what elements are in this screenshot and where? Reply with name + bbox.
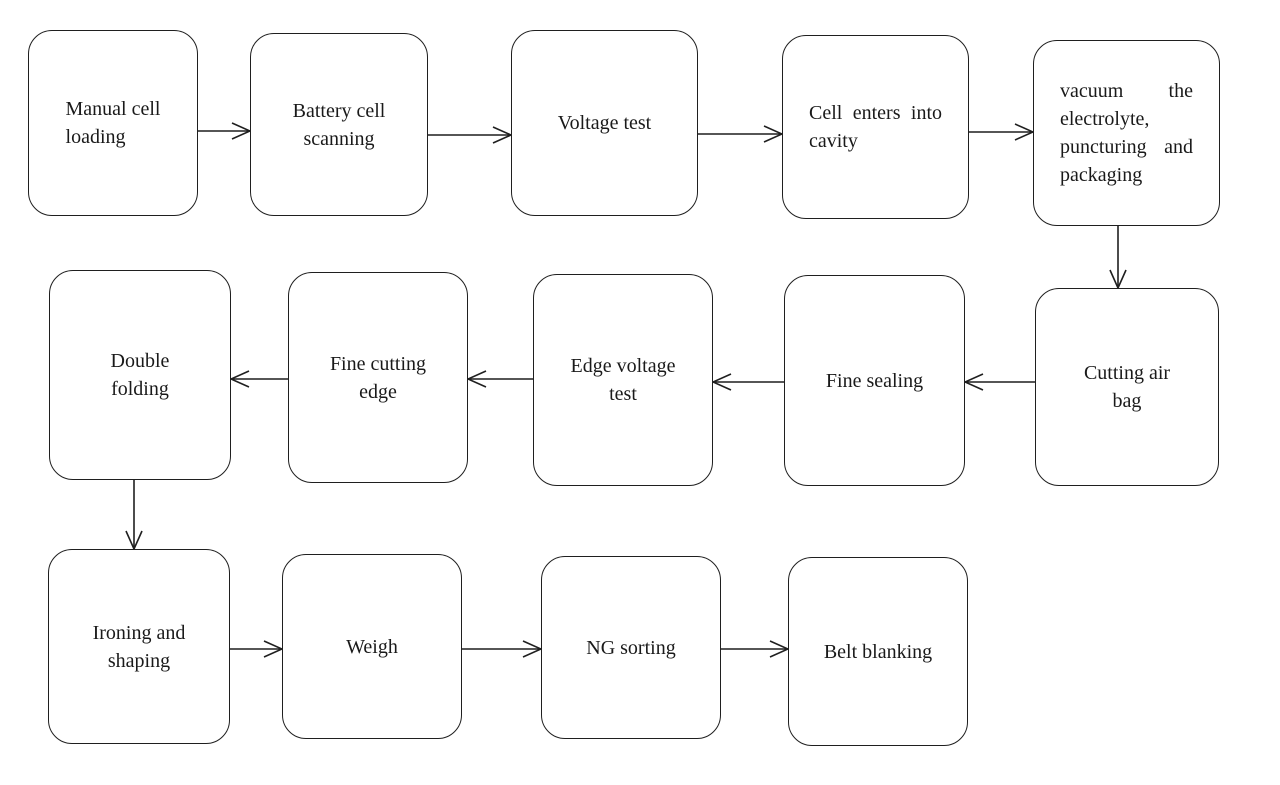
step-edge-voltage-test: Edge voltage test (533, 274, 713, 486)
step-label: Voltage test (557, 112, 652, 134)
step-fine-cutting-edge: Fine cutting edge (288, 272, 468, 483)
step-voltage-test: Voltage test (511, 30, 698, 216)
step-label: Battery cell scanning (292, 99, 386, 150)
step-label: vacuum the electrolyte, puncturing and p… (1060, 80, 1193, 186)
step-label: Ironing and shaping (92, 621, 186, 672)
step-label: Edge voltage test (570, 355, 676, 405)
step-ng-sorting: NG sorting (541, 556, 721, 739)
step-label: Weigh (346, 635, 398, 658)
step-weigh: Weigh (282, 554, 462, 739)
step-belt-blanking: Belt blanking (788, 557, 968, 746)
step-vacuum-electrolyte: vacuum the electrolyte, puncturing and p… (1033, 40, 1220, 226)
step-label: Fine cutting edge (329, 352, 427, 403)
step-label: Cutting air bag (1083, 362, 1171, 412)
step-label: Double folding (110, 350, 170, 400)
step-ironing-and-shaping: Ironing and shaping (48, 549, 230, 744)
step-double-folding: Double folding (49, 270, 231, 480)
step-cutting-air-bag: Cutting air bag (1035, 288, 1219, 486)
step-label: Belt blanking (823, 640, 933, 663)
step-manual-cell-loading: Manual cell loading (28, 30, 198, 216)
step-cell-enters-into-cavity: Cell enters into cavity (782, 35, 969, 219)
step-fine-sealing: Fine sealing (784, 275, 965, 486)
step-battery-cell-scanning: Battery cell scanning (250, 33, 428, 216)
step-label: Manual cell loading (65, 98, 161, 148)
step-label: Fine sealing (825, 369, 924, 392)
step-label: Cell enters into cavity (809, 102, 942, 152)
step-label: NG sorting (586, 636, 676, 659)
